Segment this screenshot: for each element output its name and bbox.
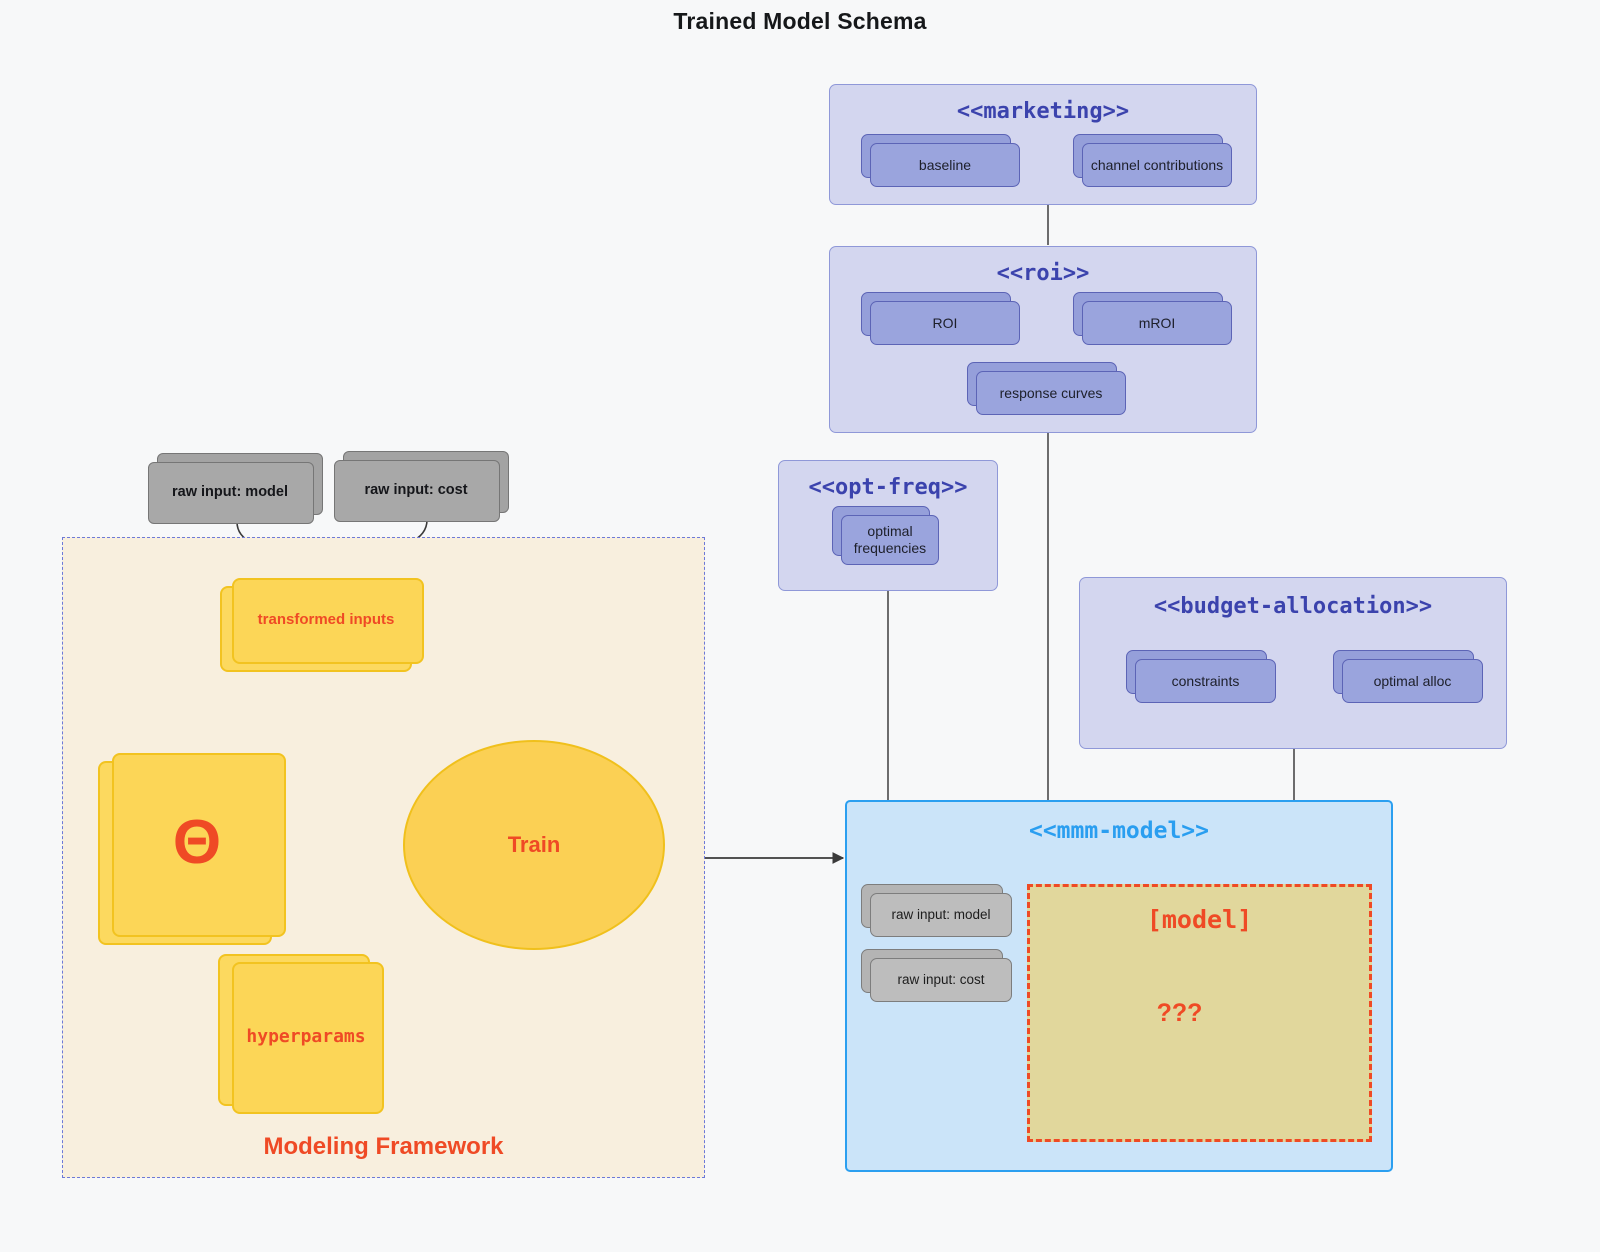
node-stack-front	[1082, 301, 1232, 345]
box-stack-front	[334, 460, 500, 522]
node-baseline[interactable]: baseline	[861, 134, 1020, 187]
node-optimal-alloc[interactable]: optimal alloc	[1333, 650, 1483, 703]
theta-symbol: Θ	[172, 808, 222, 877]
node-stack-front	[1342, 659, 1483, 703]
node-label: mROI	[1138, 314, 1176, 331]
node-mmm-raw-input-model[interactable]: raw input: model	[861, 884, 1012, 937]
raw-input-model-box[interactable]: raw input: model	[148, 453, 323, 524]
theta-box[interactable]: Θ	[98, 753, 286, 945]
node-label: raw input: cost	[897, 972, 985, 988]
node-label: response curves	[999, 384, 1103, 401]
package-marketing-title: <<marketing>>	[956, 99, 1130, 124]
node-label: raw input: model	[891, 907, 991, 923]
box-stack-front	[148, 462, 314, 524]
page-title: Trained Model Schema	[673, 8, 927, 34]
node-label: optimal alloc	[1373, 672, 1452, 689]
transformed-inputs-label: transformed inputs	[257, 610, 395, 628]
node-label: channel contributions	[1090, 156, 1224, 173]
node-label: baseline	[918, 156, 972, 173]
package-budget-allocation[interactable]: <<budget-allocation>> constraints optima…	[1079, 577, 1507, 749]
node-roi[interactable]: ROI	[861, 292, 1020, 345]
model-placeholder-question: ???	[1156, 999, 1203, 1027]
package-mmm-model-title: <<mmm-model>>	[1028, 818, 1209, 844]
node-stack-front	[870, 143, 1020, 187]
package-opt-freq[interactable]: <<opt-freq>> optimal frequencies	[778, 460, 998, 591]
node-mmm-raw-input-cost[interactable]: raw input: cost	[861, 949, 1012, 1002]
package-budget-allocation-title: <<budget-allocation>>	[1153, 594, 1433, 619]
transformed-inputs-box[interactable]: transformed inputs	[220, 578, 424, 672]
model-placeholder-title: [model]	[1146, 905, 1253, 934]
node-stack-front	[870, 958, 1012, 1002]
node-label: ROI	[932, 314, 958, 331]
raw-input-cost-label: raw input: cost	[364, 482, 468, 498]
modeling-framework-label: Modeling Framework	[263, 1133, 504, 1160]
box-stack-front	[232, 578, 424, 664]
node-constraints[interactable]: constraints	[1126, 650, 1276, 703]
train-activity[interactable]: Train	[403, 740, 665, 950]
train-label: Train	[507, 832, 561, 857]
model-placeholder-box[interactable]: [model] ???	[1027, 884, 1372, 1142]
node-response-curves[interactable]: response curves	[967, 362, 1126, 415]
node-stack-front	[976, 371, 1126, 415]
package-mmm-model[interactable]: <<mmm-model>> raw input: model raw input…	[845, 800, 1393, 1172]
node-mroi[interactable]: mROI	[1073, 292, 1232, 345]
raw-input-cost-box[interactable]: raw input: cost	[334, 451, 509, 522]
package-roi-title: <<roi>>	[996, 261, 1090, 286]
node-stack-front	[1135, 659, 1276, 703]
package-roi[interactable]: <<roi>> ROI mROI response curves	[829, 246, 1257, 433]
node-stack-front	[841, 515, 939, 565]
node-stack-front	[870, 893, 1012, 937]
package-marketing[interactable]: <<marketing>> baseline channel contribut…	[829, 84, 1257, 205]
raw-input-model-label: raw input: model	[172, 484, 288, 500]
hyperparams-box[interactable]: hyperparams	[218, 954, 384, 1114]
node-stack-front	[1082, 143, 1232, 187]
hyperparams-label: hyperparams	[246, 1025, 366, 1047]
node-label: optimal frequencies	[853, 523, 927, 556]
node-channel-contributions[interactable]: channel contributions	[1073, 134, 1232, 187]
box-stack-front	[232, 962, 384, 1114]
node-stack-front	[870, 301, 1020, 345]
node-optimal-frequencies[interactable]: optimal frequencies	[832, 506, 939, 565]
package-opt-freq-title: <<opt-freq>>	[808, 475, 968, 500]
node-label: constraints	[1171, 672, 1240, 689]
